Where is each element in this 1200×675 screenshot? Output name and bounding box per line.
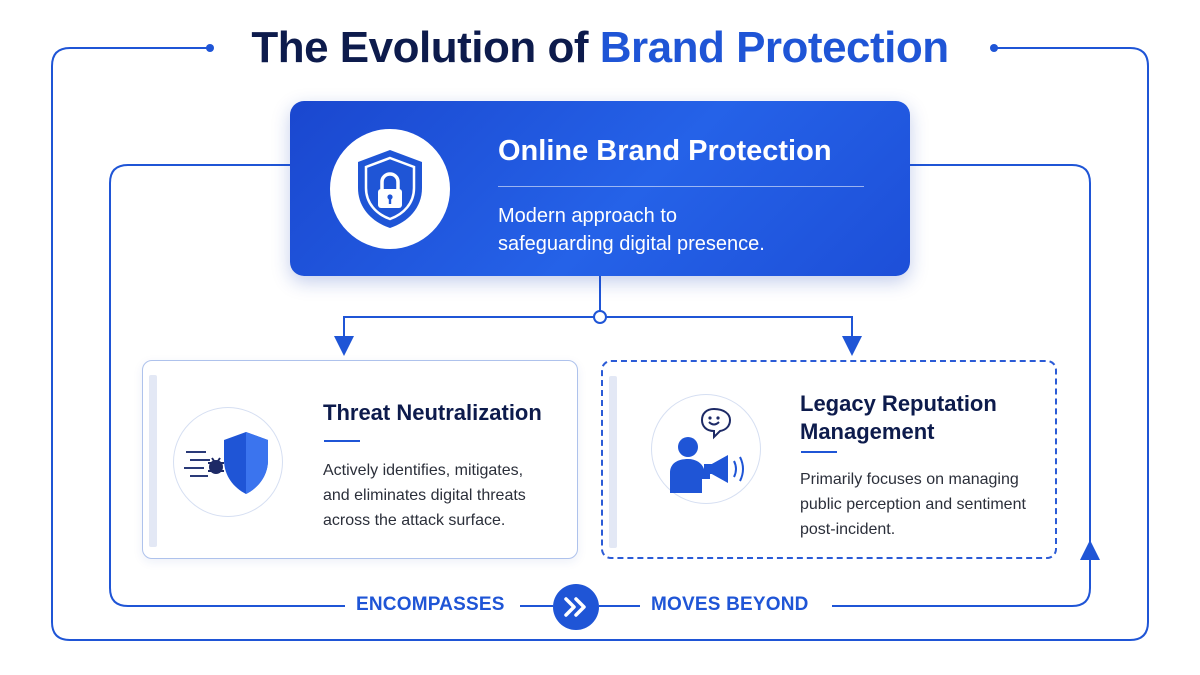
card-title: Legacy Reputation Management — [800, 390, 1040, 446]
flow-label-moves-beyond: MOVES BEYOND — [645, 594, 815, 616]
threat-neutralization-card: Threat Neutralization Actively identifie… — [142, 360, 578, 559]
card-title: Threat Neutralization — [323, 400, 542, 425]
hero-description-line-1: Modern approach to — [498, 205, 678, 227]
inner-loop-right — [832, 540, 1100, 607]
hero-description-line-2: safeguarding digital presence. — [498, 233, 765, 255]
card-description: Actively identifies, mitigates, and elim… — [323, 458, 563, 533]
card-description-line: and eliminates digital threats — [323, 487, 526, 504]
card-title-line-1: Legacy Reputation — [800, 391, 997, 416]
shield-bug-icon — [184, 432, 268, 494]
person-megaphone-icon — [670, 407, 744, 493]
outer-frame — [51, 47, 1149, 641]
card-accent-stripe — [609, 376, 617, 548]
shield-lock-icon — [358, 150, 422, 228]
hero-junction — [593, 310, 607, 324]
hero-title: Online Brand Protection — [498, 135, 832, 167]
card-description-line: Primarily focuses on managing — [800, 471, 1019, 488]
hero-divider — [498, 186, 864, 187]
card-title-line-2: Management — [800, 419, 935, 444]
card-description-line: across the attack surface. — [323, 512, 506, 529]
legacy-reputation-card: Legacy Reputation Management Primarily f… — [601, 360, 1057, 559]
card-divider — [324, 440, 360, 442]
card-divider — [801, 451, 837, 453]
card-description-line: Actively identifies, mitigates, — [323, 462, 524, 479]
double-chevron-right-icon — [564, 597, 586, 617]
card-description-line: post-incident. — [800, 521, 896, 538]
hero-description: Modern approach to safeguarding digital … — [498, 202, 878, 258]
branch-right — [606, 316, 862, 356]
title-prefix: The Evolution of — [251, 23, 588, 72]
page-title: The Evolution of Brand Protection — [0, 20, 1200, 76]
hero-card: Online Brand Protection Modern approach … — [290, 101, 910, 276]
card-icon-circle — [651, 394, 761, 504]
flow-label-encompasses: ENCOMPASSES — [350, 594, 511, 616]
inner-loop-right-top — [910, 164, 1091, 545]
card-accent-stripe — [149, 375, 157, 547]
flow-badge — [553, 584, 599, 630]
frame-dot-left — [206, 44, 214, 52]
hero-icon-circle — [330, 129, 450, 249]
card-description: Primarily focuses on managing public per… — [800, 467, 1050, 542]
title-accent: Brand Protection — [599, 23, 949, 72]
card-description-line: public perception and sentiment — [800, 496, 1026, 513]
card-icon-circle — [173, 407, 283, 517]
inner-loop-left — [109, 164, 345, 607]
frame-dot-right — [990, 44, 998, 52]
branch-left — [334, 316, 594, 356]
